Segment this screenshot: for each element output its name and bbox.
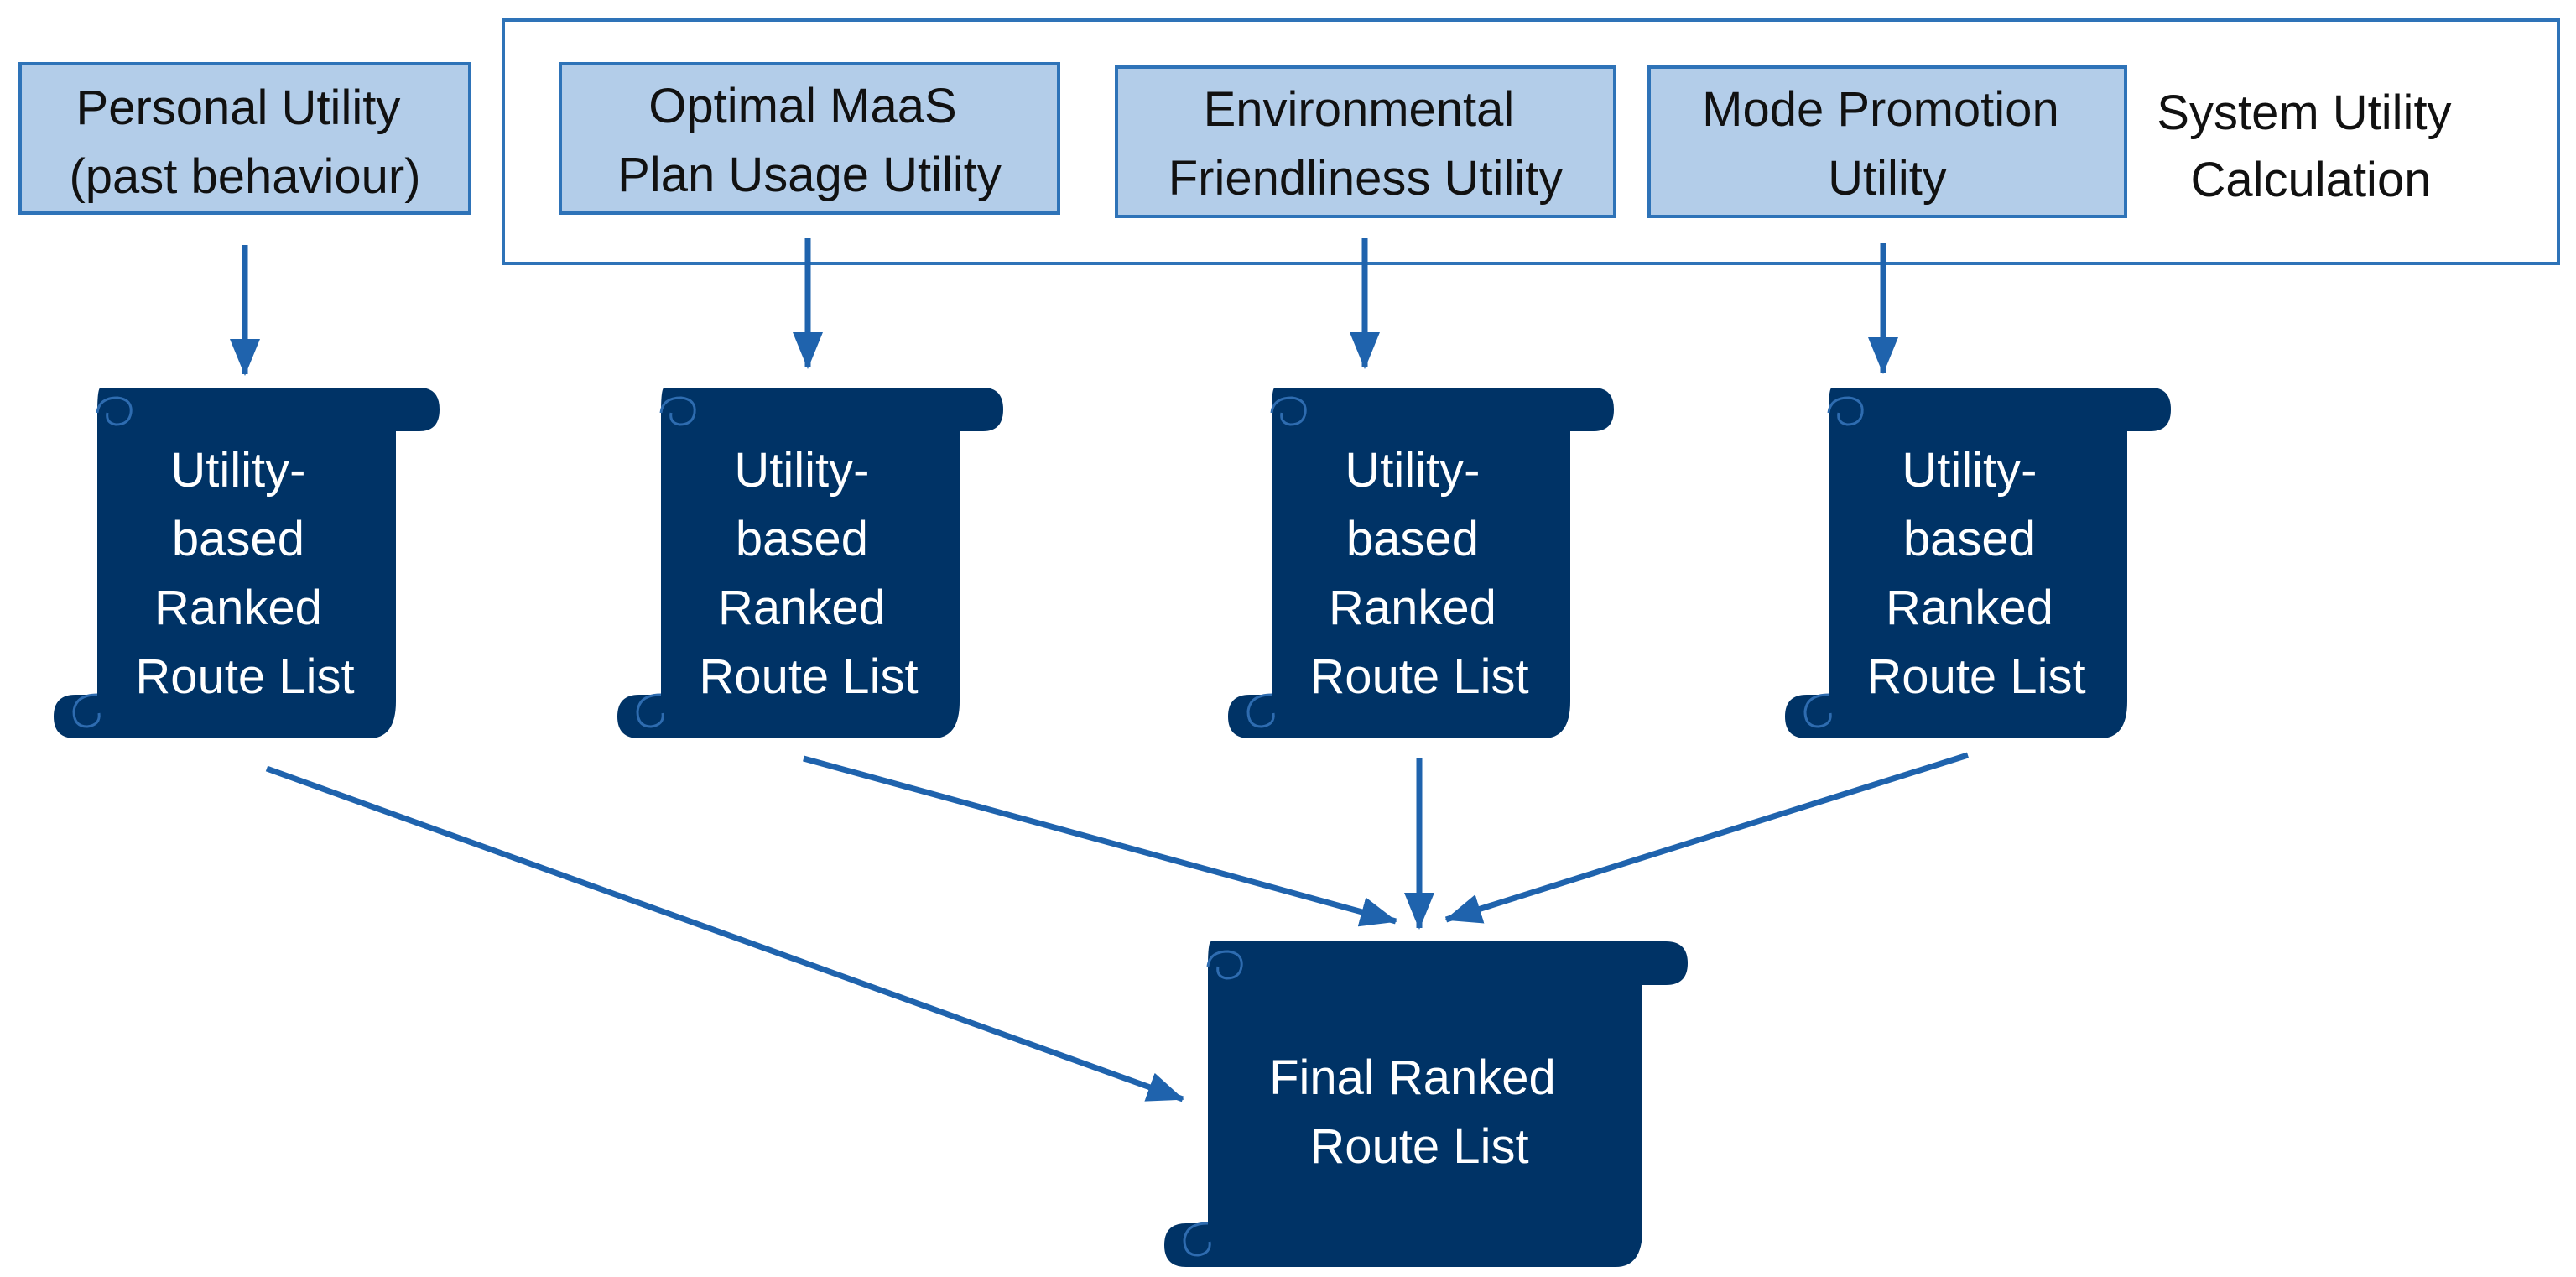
svg-text:Utility- based Ran: Utility- based Ranked Route List	[1866, 443, 2085, 704]
ranked-route-list-2: Utility- based Ranked Route List	[617, 388, 1003, 738]
final-ranked-route-list: Final Ranked Route List	[1164, 941, 1688, 1267]
arrow-list4-to-final	[1444, 752, 1970, 924]
svg-text:Environmental Friendline: Environmental Friendliness Utility	[1168, 82, 1564, 206]
ranked-route-list-3: Utility- based Ranked Route List	[1228, 388, 1614, 738]
system-utility-group-frame	[502, 18, 2560, 265]
system-utility-label: System Utility Calculation	[2157, 86, 2464, 207]
arrow-list1-to-final	[265, 765, 1184, 1102]
utility-box-personal: Personal Utility (past behaviour)	[18, 62, 471, 215]
svg-text:Utility- based Ran: Utility- based Ranked Route List	[1309, 443, 1528, 704]
svg-text:Utility- based Ran: Utility- based Ranked Route List	[699, 443, 918, 704]
utility-box-mode-promotion: Mode Promotion Utility	[1647, 65, 2127, 218]
svg-text:Mode Promotion Utility: Mode Promotion Utility	[1702, 82, 2073, 206]
utility-box-maas-plan: Optimal MaaS Plan Usage Utility	[559, 62, 1060, 215]
svg-text:Optimal MaaS Plan Usage: Optimal MaaS Plan Usage Utility	[617, 79, 1002, 202]
svg-text:Final Ranked Route List: Final Ranked Route List	[1269, 1050, 1569, 1174]
ranked-route-list-4: Utility- based Ranked Route List	[1785, 388, 2171, 738]
ranked-route-list-1: Utility- based Ranked Route List	[54, 388, 440, 738]
arrow-list2-to-final	[803, 755, 1397, 927]
utility-box-environmental: Environmental Friendliness Utility	[1115, 65, 1616, 218]
svg-text:Utility- based Ran: Utility- based Ranked Route List	[135, 443, 354, 704]
svg-text:Personal Utility (past b: Personal Utility (past behaviour)	[69, 81, 420, 204]
